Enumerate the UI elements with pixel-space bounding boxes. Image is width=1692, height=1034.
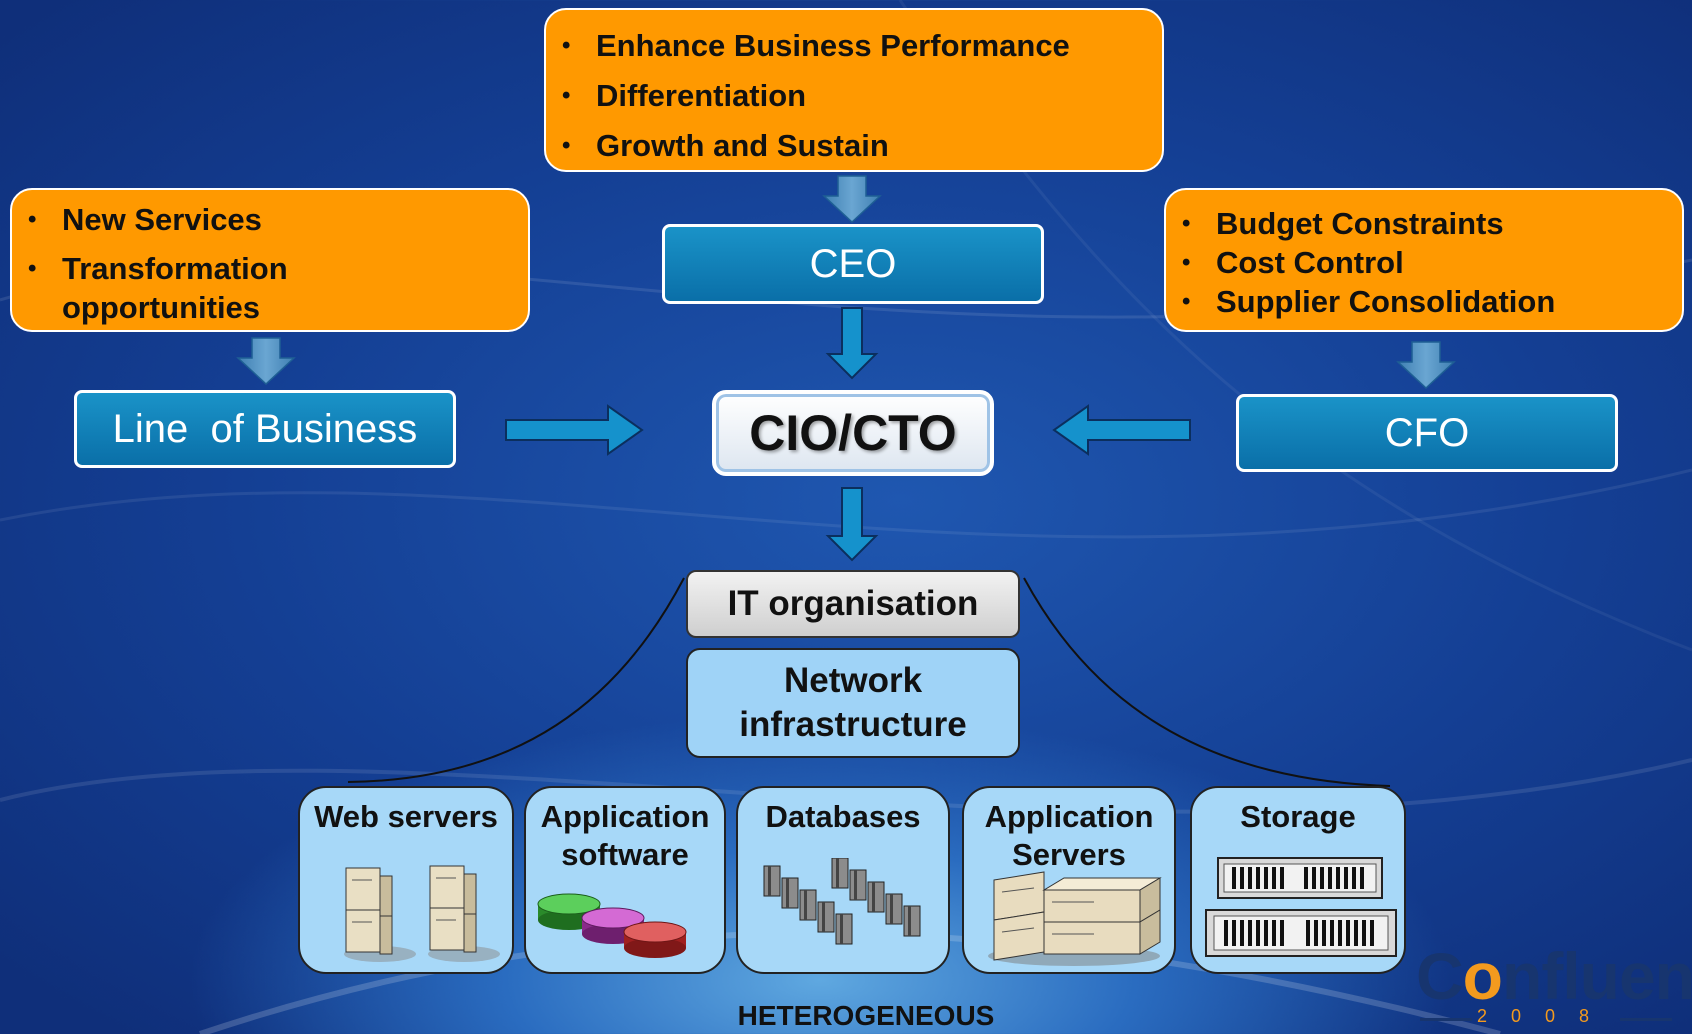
arrow-ceo-to-cio (825, 307, 879, 380)
web-servers-icon (344, 865, 500, 962)
it-organisation-box: IT organisation (686, 570, 1020, 638)
arrow-right-to-cfo (1396, 341, 1456, 390)
left-drivers-box: •New Services •Transformation opportunit… (10, 188, 530, 332)
app-server-icon (988, 871, 1162, 966)
cfo-box: CFO (1236, 394, 1618, 472)
application-software-tile: Application software (524, 786, 726, 974)
logo-rule-left (1420, 1018, 1472, 1021)
application-servers-label: Application Servers (984, 799, 1154, 872)
web-servers-tile: Web servers (298, 786, 514, 974)
curve-left (347, 577, 685, 783)
driver-item: •Cost Control (1182, 245, 1404, 280)
driver-item: •Growth and Sustain (562, 128, 889, 163)
arrow-cio-to-it (825, 487, 879, 562)
database-cluster-icon (763, 858, 921, 945)
logo-wordmark: Confluence (1416, 939, 1692, 1013)
arrow-cfo-to-cio (1052, 404, 1191, 456)
web-servers-label: Web servers (314, 799, 498, 834)
storage-array-icon (1205, 857, 1397, 957)
right-drivers-box: •Budget Constraints •Cost Control •Suppl… (1164, 188, 1684, 332)
line-of-business-label: Line of Business (112, 406, 418, 451)
cfo-label: CFO (1384, 410, 1470, 455)
confluence-logo: Confluence 2008 (1410, 939, 1692, 1034)
application-software-label: Application software (540, 799, 710, 872)
top-drivers-box: •Enhance Business Performance •Different… (544, 8, 1164, 172)
network-infrastructure-label: Network infrastructure (739, 661, 967, 744)
arrow-left-to-lob (236, 337, 296, 386)
driver-item: •Supplier Consolidation (1182, 284, 1556, 319)
it-organisation-label: IT organisation (727, 584, 979, 623)
cio-cto-box: CIO/CTO (712, 390, 994, 476)
ceo-box: CEO (662, 224, 1044, 304)
logo-rule-right (1620, 1018, 1672, 1021)
driver-item: •Transformation opportunities (28, 251, 288, 325)
curve-right (1023, 577, 1391, 787)
disk-stack-icon (537, 893, 687, 958)
driver-item: •Enhance Business Performance (562, 28, 1070, 63)
cio-cto-label: CIO/CTO (749, 405, 957, 461)
logo-year: 2008 (1476, 1006, 1614, 1026)
network-infrastructure-box: Network infrastructure (686, 648, 1020, 758)
application-servers-tile: Application Servers (962, 786, 1176, 974)
driver-item: •Budget Constraints (1182, 206, 1504, 241)
storage-tile: Storage (1190, 786, 1406, 974)
ceo-label: CEO (809, 241, 897, 286)
databases-label: Databases (765, 799, 921, 834)
storage-label: Storage (1240, 799, 1356, 834)
line-of-business-box: Line of Business (74, 390, 456, 468)
arrow-lob-to-cio (505, 404, 644, 456)
driver-item: •New Services (28, 202, 262, 237)
databases-tile: Databases (736, 786, 950, 974)
driver-item: •Differentiation (562, 78, 807, 113)
arrow-top-to-ceo (822, 175, 882, 224)
